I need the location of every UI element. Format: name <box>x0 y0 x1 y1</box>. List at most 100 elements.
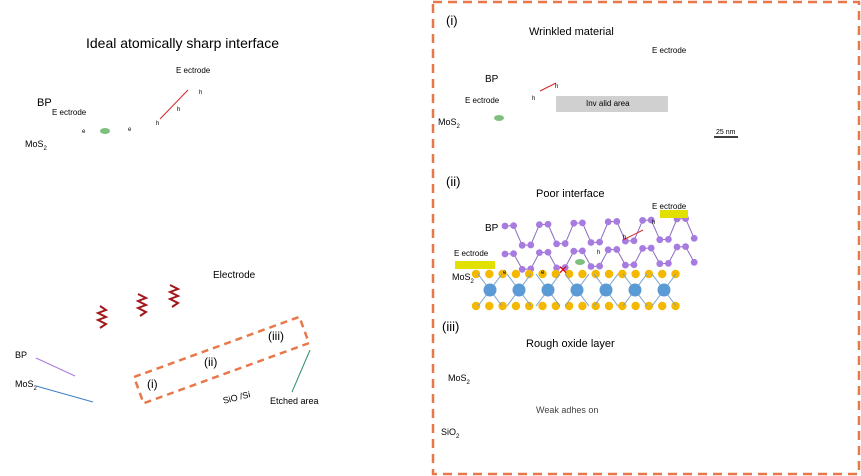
panel-ii-tag: (ii) <box>446 174 461 189</box>
left-electrode-top-label: E ectrode <box>176 66 211 75</box>
electron-label: e <box>541 270 545 276</box>
panel-iii-sio2: SiO2 <box>441 427 460 440</box>
hole-label: h <box>156 121 160 127</box>
blocked-transfer-mark: ✕ <box>558 263 568 277</box>
bp-atom <box>596 238 603 246</box>
s-atom <box>658 301 667 311</box>
etched-area-label: Etched area <box>270 396 319 406</box>
mo-atom <box>570 283 584 297</box>
bp-bond <box>650 219 661 240</box>
bp-lattice <box>501 215 698 273</box>
s-atom <box>631 301 640 311</box>
panel-ii-electrode-left: E ectrode <box>454 249 489 258</box>
bp-atom <box>613 218 621 225</box>
bp-bond <box>685 218 695 239</box>
region-iii-label: (iii) <box>268 329 284 343</box>
hole-label: h <box>199 90 203 96</box>
bp-atom <box>536 249 543 256</box>
bp-atom <box>639 245 646 252</box>
bp-atom <box>501 222 509 230</box>
hole-path-line <box>159 89 189 120</box>
bp-bond <box>564 223 575 244</box>
recombination-spot <box>575 259 585 265</box>
left-mos2-bottom-label: MoS2 <box>15 379 37 392</box>
hole-path-line <box>622 229 644 241</box>
bp-atom <box>665 259 672 267</box>
s-atom <box>591 269 600 279</box>
bp-atom <box>639 217 646 224</box>
mos2-lattice <box>471 269 680 311</box>
vdw-spring <box>135 293 149 317</box>
recombination-spot <box>100 128 110 134</box>
s-atom <box>511 269 521 279</box>
panel-i-bp: BP <box>485 74 499 85</box>
bp-atom <box>690 234 698 242</box>
invalid-area-box: Inv alid area <box>556 96 668 112</box>
bp-bond <box>530 224 540 246</box>
panel-i-mos2: MoS2 <box>438 117 460 130</box>
s-atom <box>658 269 667 279</box>
left-title: Ideal atomically sharp interface <box>86 35 279 51</box>
panel-ii-bp: BP <box>485 223 499 234</box>
bp-atom <box>665 235 672 243</box>
mo-atom <box>541 283 555 297</box>
mo-atom <box>599 283 613 297</box>
etched-leader-line <box>291 349 311 393</box>
weak-adhesion-label: Weak adhes on <box>536 405 599 415</box>
hole-label: h <box>532 96 536 102</box>
panel-iii-title: Rough oxide layer <box>526 338 615 350</box>
bp-atom <box>647 244 655 252</box>
electrode-pad-right <box>660 210 688 218</box>
panel-ii-electrode-right: E ectrode <box>652 202 687 211</box>
bp-atom <box>647 216 655 224</box>
s-atom <box>525 269 534 279</box>
bp-atom <box>570 247 578 255</box>
vdw-spring <box>95 305 109 329</box>
panel-ii-mos2: MoS2 <box>452 272 474 285</box>
bp-atom <box>579 219 586 227</box>
bp-atom <box>630 261 638 269</box>
bp-bond <box>513 225 523 246</box>
panel-i-title: Wrinkled material <box>529 26 614 38</box>
s-atom <box>485 301 494 311</box>
bp-atom <box>510 250 517 258</box>
mo-atom <box>628 283 642 297</box>
region-i-label: (i) <box>147 377 158 391</box>
mo-atom <box>657 283 671 297</box>
bp-atom <box>682 243 689 251</box>
bp-atom <box>544 248 552 256</box>
hole-label: h <box>555 84 559 90</box>
region-dashed-box <box>132 315 311 405</box>
s-atom <box>578 301 587 311</box>
s-atom <box>538 269 547 279</box>
s-atom <box>578 269 587 279</box>
bp-atom <box>527 241 535 249</box>
bp-bond <box>581 222 592 243</box>
hole-label: h <box>652 220 656 226</box>
bp-bond <box>547 224 558 245</box>
region-ii-label: (ii) <box>204 355 218 369</box>
panel-iii-tag: (iii) <box>442 319 460 334</box>
bp-atom <box>596 262 603 270</box>
panel-ii-title: Poor interface <box>536 188 605 200</box>
bp-bond <box>667 218 678 240</box>
s-atom <box>538 301 547 311</box>
bp-atom <box>518 241 526 249</box>
bp-bond <box>599 221 609 243</box>
left-electrode-left-label: E ectrode <box>52 108 87 117</box>
s-atom <box>591 301 600 311</box>
left-bp-bottom-label: BP <box>15 350 28 360</box>
bp-atom <box>673 243 681 251</box>
panel-i-electrode-left: E ectrode <box>465 96 500 105</box>
bp-atom <box>604 246 612 254</box>
vdw-spring <box>167 284 181 308</box>
recombination-spot <box>494 115 504 121</box>
bp-atom <box>630 237 638 245</box>
electron-label: e <box>503 270 507 276</box>
bp-atom <box>561 264 569 271</box>
bp-atom <box>656 260 664 268</box>
s-atom <box>644 269 654 279</box>
s-atom <box>631 269 640 279</box>
bp-atom <box>587 239 595 246</box>
